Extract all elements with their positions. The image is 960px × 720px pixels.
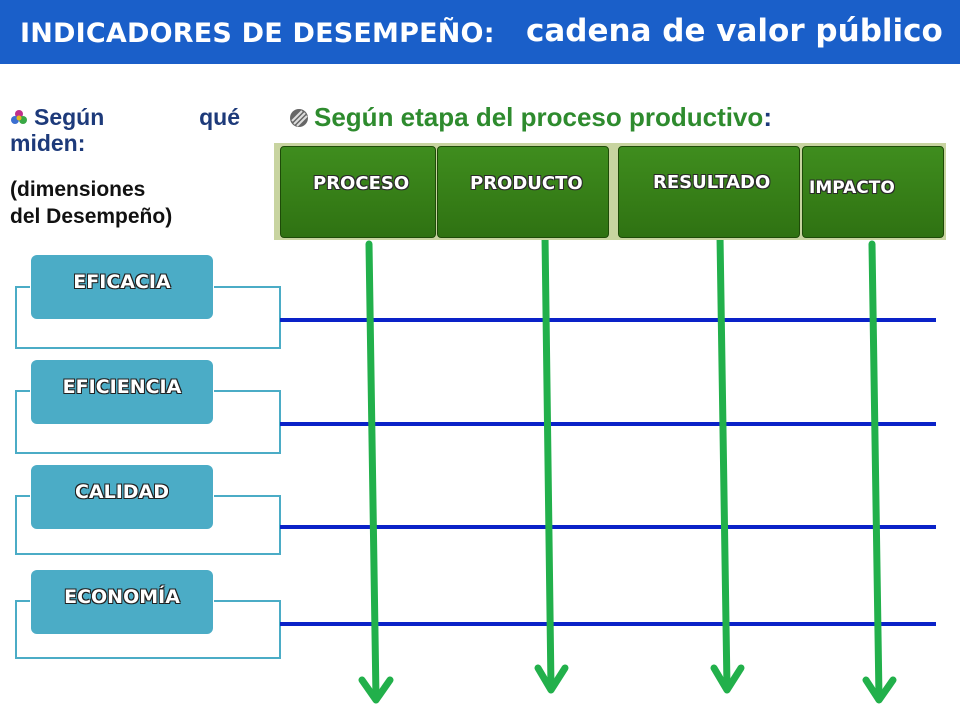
arrow-proceso [358,240,394,704]
stage-producto-label: PRODUCTO [470,173,583,194]
left-subheading-line1: (dimensiones [10,178,146,201]
left-heading-word2: qué [199,104,240,130]
left-subheading: (dimensiones del Desempeño) [10,176,172,230]
arrow-resultado [710,232,745,694]
left-heading-line2: miden: [10,130,86,156]
dimension-economia-label: ECONOMÍA [64,586,180,608]
title-sub: cadena de valor público [526,13,943,49]
dimension-eficacia-label: EFICACIA [73,271,171,293]
left-subheading-line2: del Desempeño) [10,205,173,228]
title-main: INDICADORES DE DESEMPEÑO: [20,18,495,49]
dimension-eficacia: EFICACIA [31,255,213,319]
right-heading: Según etapa del proceso productivo: [288,102,772,133]
dimension-calidad-label: CALIDAD [74,481,170,503]
stage-resultado: RESULTADO [618,146,800,238]
bracket-calidad [15,495,281,555]
bracket-economia [15,600,281,659]
stage-producto: PRODUCTO [437,146,609,238]
dimension-eficiencia-label: EFICIENCIA [62,376,182,398]
arrow-producto [534,232,569,694]
right-heading-text: Según etapa del proceso productivo [314,102,764,132]
bracket-eficiencia [15,390,281,454]
left-heading-word1: Según [34,104,105,130]
dimension-calidad: CALIDAD [31,465,213,529]
stage-impacto-label: IMPACTO [809,178,895,198]
dimension-eficiencia: EFICIENCIA [31,360,213,424]
right-heading-colon: : [763,102,772,132]
stage-resultado-label: RESULTADO [653,172,771,193]
flower-bullet-icon [11,110,27,124]
stage-proceso-label: PROCESO [313,173,410,194]
stage-impacto: IMPACTO [802,146,944,238]
left-heading: Según qué miden: [10,104,246,156]
dimension-economia: ECONOMÍA [31,570,213,634]
title-bar: INDICADORES DE DESEMPEÑO: cadena de valo… [0,0,960,64]
striped-bullet-icon [290,109,308,127]
stage-proceso: PROCESO [280,146,436,238]
bracket-eficacia [15,286,281,349]
arrow-impacto [862,240,897,704]
